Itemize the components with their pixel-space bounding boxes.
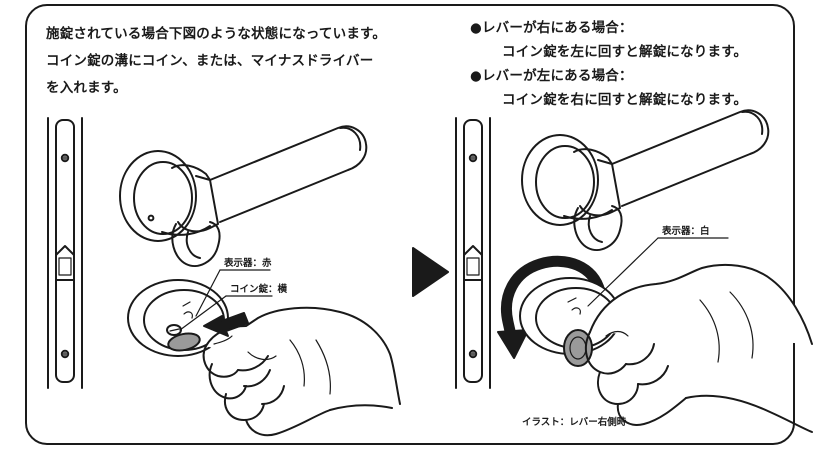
right-lever-handle bbox=[521, 109, 770, 251]
right-hand-turning bbox=[584, 263, 813, 433]
insert-arrow-icon bbox=[203, 312, 249, 337]
case-right-title: ●レバーが右にある場合： bbox=[470, 20, 633, 36]
illustration-caption: イラスト：レバー右側時 bbox=[522, 417, 627, 428]
content-frame bbox=[25, 4, 795, 445]
left-hand-with-coin bbox=[167, 306, 401, 437]
left-door-edge bbox=[47, 117, 83, 389]
left-lever-handle bbox=[119, 125, 368, 267]
case-left-title: ●レバーが左にある場合： bbox=[470, 68, 633, 84]
left-coin-lock-label: コイン錠：横 bbox=[230, 284, 288, 295]
right-indicator-label: 表示器：白 bbox=[662, 226, 710, 237]
case-right-body: コイン錠を左に回すと解錠になります。 bbox=[502, 44, 748, 60]
right-door-edge bbox=[455, 117, 491, 389]
play-triangle-icon bbox=[412, 247, 449, 297]
rotate-left-arrow-icon bbox=[497, 255, 606, 359]
instruction-line-2: コイン錠の溝にコイン、または、マイナスドライバー bbox=[46, 53, 374, 69]
left-indicator-label: 表示器：赤 bbox=[224, 258, 272, 269]
case-left-body: コイン錠を右に回すと解錠になります。 bbox=[502, 92, 748, 108]
right-coin-lock bbox=[519, 237, 729, 367]
instruction-line-3: を入れます。 bbox=[46, 80, 127, 96]
instruction-line-1: 施錠されている場合下図のような状態になっています。 bbox=[46, 26, 387, 42]
